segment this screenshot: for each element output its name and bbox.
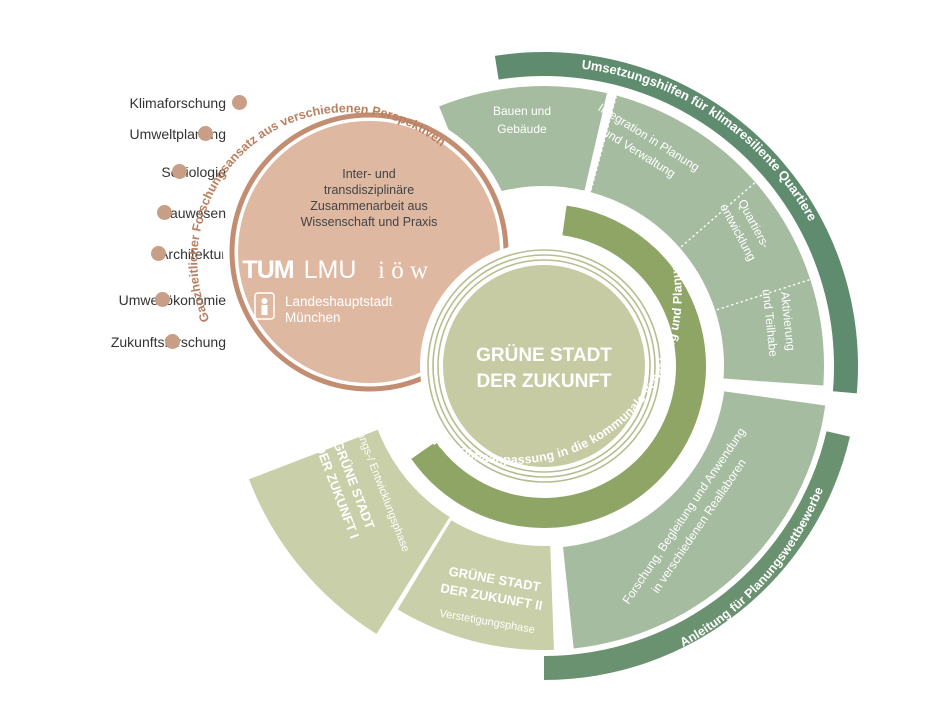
discipline-label: Bauwesen [160,205,226,221]
tool-label: Gebäude [497,122,547,136]
discipline-dot [165,334,180,349]
tool-separator [716,279,810,311]
discipline-dot [232,95,247,110]
phase-two-segment [397,520,554,650]
partner-text: Inter- und [342,167,396,181]
tool-separator [590,96,617,191]
competitions-outer-ring [544,431,850,680]
tool-label: Aktivierung [778,291,798,352]
discipline-dot [155,292,170,307]
discipline-dot [198,126,213,141]
center-ring [432,254,656,478]
discipline-dot [157,205,172,220]
reallabor-segment [563,391,826,649]
lmu-logo: LMU [304,256,357,284]
center-title: DER ZUKUNFT [476,371,611,392]
center-ring [437,259,651,473]
center-disc [443,265,645,467]
ioew-logo: i ö w [378,257,428,284]
discipline-label: Architektur [159,246,226,262]
tool-segment-aktivierung [715,279,824,386]
center-title: GRÜNE STADT [476,345,612,366]
center-ring [427,249,661,483]
discipline-label: Klimaforschung [129,95,227,111]
partner-text: Wissenschaft und Praxis [301,215,438,229]
tool-separator [680,182,756,248]
tum-logo: TUM [242,256,293,284]
discipline-dot [172,164,187,179]
partner-text: transdisziplinäre [324,183,414,197]
discipline-dot [151,246,166,261]
phase-one-segment [248,429,450,634]
munich-crest-icon [254,292,275,320]
tool-segment-integration [590,95,756,248]
city-name: München [285,310,341,325]
tool-label: Bauen und [493,104,551,118]
tool-segment-quartier [679,182,811,311]
partner-text: Zusammenarbeit aus [310,199,427,213]
discipline-label: Umweltökonomie [118,292,226,308]
city-name: Landeshauptstadt [285,294,393,309]
